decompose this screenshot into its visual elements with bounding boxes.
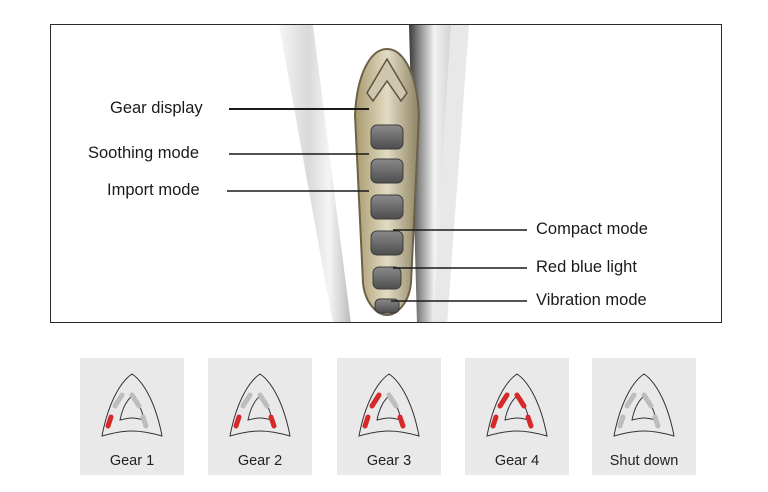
- gear-segment: [369, 392, 382, 409]
- gear-segment: [105, 414, 114, 429]
- gear-card: Gear 4: [465, 358, 569, 475]
- device-photo: [279, 25, 469, 322]
- arrow-inner-outline: [504, 395, 530, 421]
- gear-label: Gear 2: [237, 453, 283, 469]
- callout-compact-mode: Compact mode: [536, 220, 648, 238]
- gear-segment: [652, 414, 661, 429]
- callout-lines: [227, 108, 527, 302]
- gear-segment: [140, 414, 149, 429]
- gear-segment: [257, 392, 270, 409]
- gear-card: Gear 2: [208, 358, 312, 475]
- gear-card: Shut down: [592, 358, 696, 475]
- callout-red-blue-light: Red blue light: [536, 258, 637, 276]
- callout-gear-display: Gear display: [110, 99, 203, 117]
- device-photo-frame: [50, 24, 722, 323]
- gear-segment: [514, 392, 527, 409]
- callout-vibration-mode: Vibration mode: [536, 291, 647, 309]
- gear-segment: [362, 414, 371, 429]
- gear-segment: [397, 414, 406, 429]
- gear-segment: [490, 414, 499, 429]
- gear-segment: [641, 392, 654, 409]
- arrow-outline: [229, 373, 291, 437]
- gear-segment: [624, 392, 637, 409]
- arrow-inner-outline: [631, 395, 657, 421]
- gear-label: Gear 3: [366, 453, 412, 469]
- arrow-inner-outline: [376, 395, 402, 421]
- gear-arrow-icon: [486, 373, 548, 437]
- gear-segment: [240, 392, 253, 409]
- gear-arrow-icon: [358, 373, 420, 437]
- gear-segment: [233, 414, 242, 429]
- arrow-outline: [486, 373, 548, 437]
- callout-soothing-mode: Soothing mode: [88, 144, 199, 162]
- gear-arrow-icon: [613, 373, 675, 437]
- gear-arrow-icon: [229, 373, 291, 437]
- gear-label: Gear 4: [494, 453, 540, 469]
- gear-arrow-icon: [101, 373, 163, 437]
- gear-label: Gear 1: [109, 453, 155, 469]
- gear-segment: [268, 414, 277, 429]
- gear-segment: [386, 392, 399, 409]
- gear-segment: [112, 392, 125, 409]
- arrow-inner-outline: [247, 395, 273, 421]
- gear-card: Gear 1: [80, 358, 184, 475]
- gear-card: Gear 3: [337, 358, 441, 475]
- gear-label: Shut down: [609, 453, 679, 469]
- arrow-outline: [613, 373, 675, 437]
- gear-segment: [129, 392, 142, 409]
- arrow-outline: [101, 373, 163, 437]
- arrow-inner-outline: [119, 395, 145, 421]
- gear-segment: [617, 414, 626, 429]
- callout-import-mode: Import mode: [107, 181, 200, 199]
- arrow-outline: [358, 373, 420, 437]
- gear-segment: [497, 392, 510, 409]
- gear-segment: [525, 414, 534, 429]
